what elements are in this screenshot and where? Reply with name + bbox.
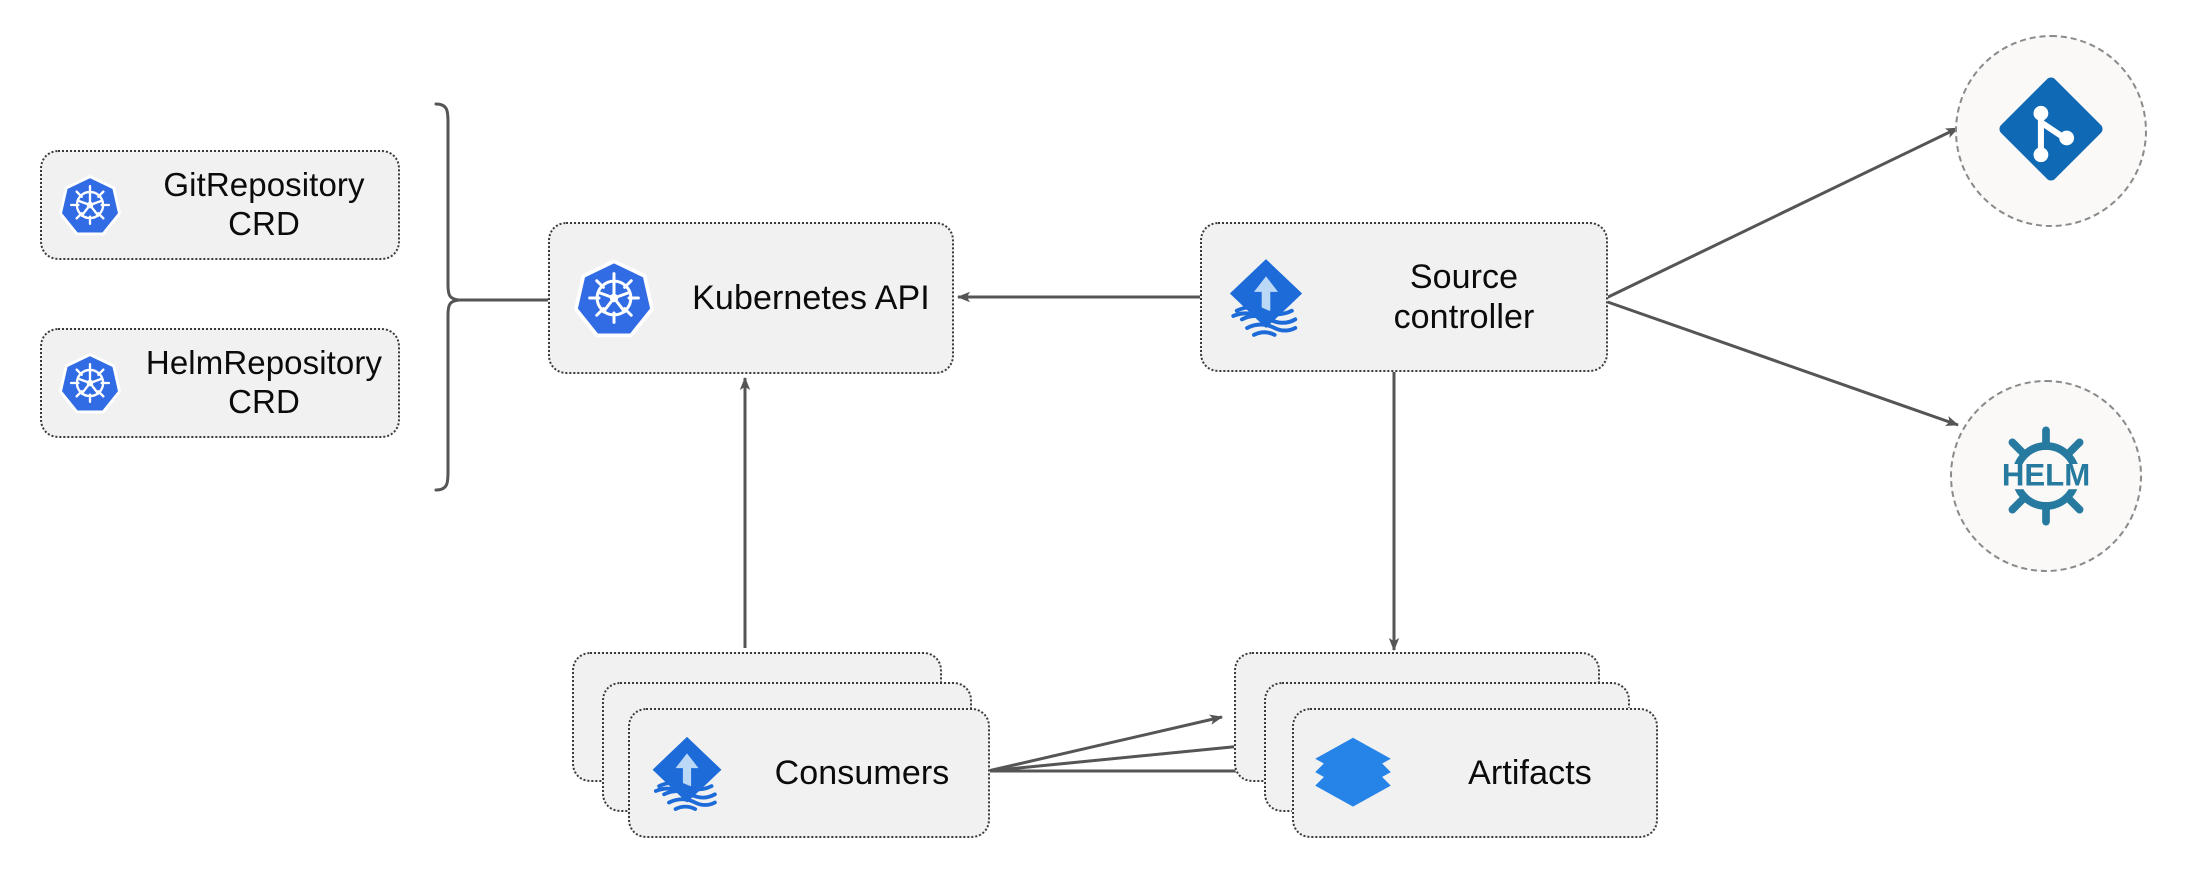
node-consumers[interactable]: Consumers (628, 708, 990, 838)
flux-icon (630, 732, 744, 814)
node-helm-repository-crd[interactable]: HelmRepository CRD (40, 328, 400, 438)
node-kubernetes-api[interactable]: Kubernetes API (548, 222, 954, 374)
flux-icon (1202, 254, 1330, 340)
node-source-controller[interactable]: Source controller (1200, 222, 1608, 372)
node-git-repository-crd[interactable]: GitRepository CRD (40, 150, 400, 260)
node-label: GitRepository CRD (163, 166, 365, 242)
node-label: Kubernetes API (692, 278, 930, 317)
edge-consumers-to-artifacts-1 (987, 714, 1223, 773)
helm-wordmark: HELM (2002, 458, 2090, 493)
node-artifacts[interactable]: Artifacts (1292, 708, 1658, 838)
node-git-provider[interactable] (1955, 35, 2147, 227)
node-helm-provider[interactable]: HELM (1950, 380, 2142, 572)
edge-consumers-to-artifacts-2 (987, 741, 1253, 773)
kubernetes-icon (42, 174, 138, 236)
git-icon (1995, 73, 2107, 190)
edge-source-controller-to-git-provider (1601, 126, 1959, 302)
helm-icon: HELM (1986, 416, 2106, 536)
layers-icon (1294, 731, 1412, 815)
node-label: Source controller (1393, 257, 1535, 336)
node-label: Consumers (774, 753, 950, 792)
node-label: HelmRepository CRD (145, 344, 383, 420)
node-label: Artifacts (1468, 753, 1592, 792)
kubernetes-icon (42, 352, 138, 414)
kubernetes-icon (550, 258, 678, 338)
edge-source-controller-to-helm-provider (1601, 298, 1959, 427)
